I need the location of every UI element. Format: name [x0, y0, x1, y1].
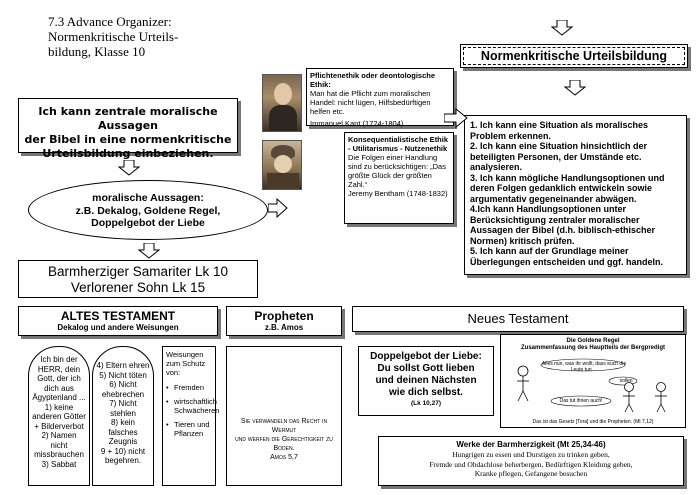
moral-statements-ellipse: moralische Aussagen: z.B. Dekalog, Golde… [28, 180, 268, 240]
arrow-down-icon [551, 20, 573, 36]
golden-rule-footer: Das ist das Gesetz [Tora] und die Prophe… [532, 419, 654, 425]
prophets-heading: Propheten [254, 309, 314, 323]
works-of-mercy-line: Fremde und Obdachlose beherbergen, Bedür… [429, 459, 633, 469]
golden-rule-illustration [517, 358, 667, 413]
tablet-left: Ich bin der HERR, dein Gott, der ich dic… [28, 346, 90, 486]
arrow-down-icon [138, 243, 160, 259]
ethics-text: Die Folgen einer Handlung sind zu berück… [348, 153, 446, 189]
title-line-1: 7.3 Advance Organizer: [48, 14, 172, 29]
double-commandment-text: und deinen Nächsten [375, 375, 477, 386]
ethics-heading: Konsequentialistische Ethik - Utilitaris… [348, 135, 449, 153]
ellipse-line: z.B. Dekalog, Goldene Regel, [75, 204, 221, 217]
bentham-portrait [262, 140, 302, 190]
ellipse-line: Doppelgebot der Liebe [91, 217, 205, 229]
ot-heading: ALTES TESTAMENT [60, 309, 176, 323]
ethics-heading: Pflichtenethik oder deontologische Ethik… [310, 71, 436, 89]
amos-reference: Amos 5,7 [270, 454, 298, 461]
main-heading: Normenkritische Urteilsbildung [480, 49, 668, 63]
ellipse-line: moralische Aussagen: [92, 192, 204, 204]
double-commandment-title: Doppelgebot der Liebe: [370, 351, 482, 362]
amos-quote-line: und werfen die Gerechtigkeit zu Boden. [235, 436, 333, 452]
arrow-down-icon [564, 80, 586, 96]
ot-subheading: Dekalog und andere Weisungen [57, 323, 179, 332]
works-of-mercy-line: Hungrigen zu essen und Durstigen zu trin… [452, 450, 610, 459]
works-of-mercy-title: Werke der Barmherzigkeit (Mt 25,34-46) [456, 440, 606, 449]
title-line-3: bildung, Klasse 10 [48, 44, 146, 59]
consequentialist-ethics-box: Konsequentialistische Ethik - Utilitaris… [344, 132, 454, 224]
arrow-right-icon [443, 107, 468, 129]
example-line: Verlorener Sohn Lk 15 [70, 280, 206, 295]
arrow-down-icon [118, 160, 140, 176]
golden-rule-title: Die Goldene Regel [566, 338, 620, 344]
examples-box: Barmherziger Samariter Lk 10 Verlorener … [18, 260, 258, 298]
protection-box: Weisungen zum Schutz von: Fremden wirtsc… [162, 346, 219, 486]
competency-item: 1. Ich kann eine Situation als moralisch… [470, 120, 649, 141]
golden-rule-bubble: sollen [619, 378, 633, 384]
amos-quote-box: Sie verwandeln das Recht in Wermut und w… [226, 346, 342, 486]
main-heading-box: Normenkritische Urteilsbildung [460, 44, 688, 68]
protection-item: Tieren und Pflanzen [166, 420, 212, 438]
nt-heading: Neues Testament [467, 311, 569, 326]
golden-rule-bubble: Das tut ihnen auch! [559, 398, 603, 404]
deontological-ethics-box: Pflichtenethik oder deontologische Ethik… [306, 68, 454, 128]
old-testament-header: ALTES TESTAMENT Dekalog und andere Weisu… [18, 306, 218, 336]
ethics-text: Man hat die Pflicht zum moralischen Hand… [310, 89, 431, 116]
double-commandment-text: Du sollst Gott lieben [377, 363, 475, 374]
goal-line: Urteilsbildung einbeziehen. [42, 147, 214, 160]
protection-title: Weisungen zum Schutz von: [166, 350, 206, 377]
works-of-mercy-box: Werke der Barmherzigkeit (Mt 25,34-46) H… [378, 436, 684, 486]
golden-rule-subtitle: Zusammenfassung des Hauptteils der Bergp… [520, 345, 666, 351]
amos-quote-line: Sie verwandeln das Recht in Wermut [240, 418, 328, 434]
competency-item: 3. Ich kann mögliche Handlungsoptionen u… [470, 172, 665, 204]
new-testament-header: Neues Testament [352, 306, 684, 332]
prophets-subheading: z.B. Amos [264, 323, 304, 332]
tablet-right: 4) Eltern ehren 5) Nicht töten 6) Nicht … [92, 346, 154, 486]
ethics-author: Immanuel Kant (1724-1804) [310, 119, 404, 128]
prophets-header: Propheten z.B. Amos [226, 306, 342, 336]
competencies-box: 1. Ich kann eine Situation als moralisch… [464, 115, 687, 275]
goal-line: der Bibel in eine normenkritische [24, 133, 232, 146]
goal-line: Ich kann zentrale moralische Aussagen [38, 105, 218, 132]
golden-rule-box: Die Goldene Regel Zusammenfassung des Ha… [500, 334, 686, 428]
double-commandment-text: wie dich selbst. [389, 387, 463, 398]
arrow-right-icon [267, 197, 288, 219]
title-line-2: Normenkritische Urteils- [48, 29, 179, 44]
golden-rule-bubble: Alles nun, was ihr wollt, dass euch die … [541, 361, 627, 373]
competency-item: 5. Ich kann auf der Grundlage meiner Übe… [470, 246, 664, 267]
double-commandment-reference: (Lk 10,27) [411, 400, 441, 407]
kant-portrait [262, 74, 302, 132]
competency-item: 4.Ich kann Handlungsoptionen unter Berüc… [470, 204, 656, 246]
protection-item: wirtschaftlich Schwächeren [166, 397, 219, 415]
competency-item: 2. Ich kann eine Situation hinsichtlich … [470, 141, 648, 172]
goal-box: Ich kann zentrale moralische Aussagen de… [18, 98, 238, 160]
example-line: Barmherziger Samariter Lk 10 [47, 264, 229, 279]
double-commandment-box: Doppelgebot der Liebe: Du sollst Gott li… [358, 346, 494, 416]
ethics-author: Jeremy Bentham (1748-1832) [348, 189, 448, 198]
protection-item: Fremden [166, 383, 212, 392]
works-of-mercy-line: Kranke pflegen, Gefangene besuchen [474, 469, 588, 478]
page-title: 7.3 Advance Organizer: Normenkritische U… [48, 14, 248, 59]
